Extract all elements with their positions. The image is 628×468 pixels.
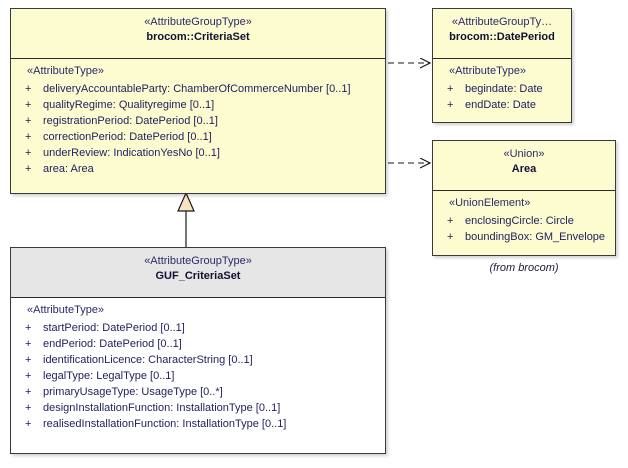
attribute-row[interactable]: + endDate: Date bbox=[435, 97, 569, 113]
visibility-marker: + bbox=[25, 418, 32, 430]
class-name: Area bbox=[511, 163, 537, 175]
attribute-row[interactable]: + primaryUsageType: UsageType [0..*] bbox=[13, 384, 383, 400]
attribute-row[interactable]: + deliveryAccountableParty: ChamberOfComm… bbox=[13, 81, 383, 97]
class-box-dateperiod[interactable]: «AttributeGroupTy… brocom::DatePeriod «A… bbox=[432, 8, 572, 123]
attribute-label: primaryUsageType: UsageType [0..*] bbox=[43, 386, 223, 398]
attribute-row[interactable]: + qualityRegime: Qualityregime [0..1] bbox=[13, 97, 383, 113]
attribute-label: endPeriod: DatePeriod [0..1] bbox=[43, 338, 182, 350]
class-box-criteriaset[interactable]: «AttributeGroupType» brocom::CriteriaSet… bbox=[10, 8, 386, 194]
compartment-stereotype: «AttributeType» bbox=[27, 65, 105, 77]
attribute-label: correctionPeriod: DatePeriod [0..1] bbox=[43, 131, 212, 143]
attribute-label: enclosingCircle: Circle bbox=[465, 215, 574, 227]
class-header-guf-criteriaset: «AttributeGroupType» GUF_CriteriaSet bbox=[11, 248, 385, 298]
class-name: brocom::CriteriaSet bbox=[146, 31, 250, 43]
visibility-marker: + bbox=[25, 147, 32, 159]
attribute-row[interactable]: + boundingBox: GM_Envelope bbox=[435, 229, 613, 245]
attribute-compartment-dateperiod: «AttributeType» + begindate: Date + endDat… bbox=[433, 59, 571, 117]
visibility-marker: + bbox=[25, 163, 32, 175]
attribute-label: endDate: Date bbox=[465, 99, 536, 111]
class-stereotype: «Union» bbox=[503, 148, 545, 160]
class-box-guf-criteriaset[interactable]: «AttributeGroupType» GUF_CriteriaSet «At… bbox=[10, 247, 386, 454]
visibility-marker: + bbox=[25, 99, 32, 111]
visibility-marker: + bbox=[25, 354, 32, 366]
compartment-stereotype: «AttributeType» bbox=[449, 65, 527, 77]
class-stereotype: «AttributeGroupTy… bbox=[451, 16, 553, 28]
attribute-row[interactable]: + enclosingCircle: Circle bbox=[435, 213, 613, 229]
attribute-label: legalType: LegalType [0..1] bbox=[43, 370, 175, 382]
attribute-row[interactable]: + area: Area bbox=[13, 161, 383, 177]
attribute-label: boundingBox: GM_Envelope bbox=[465, 231, 606, 243]
attribute-label: deliveryAccountableParty: ChamberOfComme… bbox=[43, 83, 351, 95]
visibility-marker: + bbox=[447, 83, 454, 95]
generalization-arrow-criteriaset bbox=[177, 191, 195, 247]
attribute-row[interactable]: + legalType: LegalType [0..1] bbox=[13, 368, 383, 384]
attribute-row[interactable]: + identificationLicence: CharacterString … bbox=[13, 352, 383, 368]
attribute-label: underReview: IndicationYesNo [0..1] bbox=[43, 147, 220, 159]
compartment-stereotype: «UnionElement» bbox=[449, 197, 531, 209]
attribute-compartment-guf-criteriaset: «AttributeType» + startPeriod: DatePeriod… bbox=[11, 298, 385, 436]
class-stereotype: «AttributeGroupType» bbox=[144, 255, 252, 267]
class-header-area: «Union» Area bbox=[433, 141, 615, 191]
attribute-row[interactable]: + correctionPeriod: DatePeriod [0..1] bbox=[13, 129, 383, 145]
class-name: brocom::DatePeriod bbox=[449, 31, 555, 43]
visibility-marker: + bbox=[25, 131, 32, 143]
class-header-dateperiod: «AttributeGroupTy… brocom::DatePeriod bbox=[433, 9, 571, 59]
attribute-row[interactable]: + endPeriod: DatePeriod [0..1] bbox=[13, 336, 383, 352]
visibility-marker: + bbox=[447, 99, 454, 111]
attribute-row[interactable]: + startPeriod: DatePeriod [0..1] bbox=[13, 320, 383, 336]
visibility-marker: + bbox=[25, 338, 32, 350]
attribute-row[interactable]: + begindate: Date bbox=[435, 81, 569, 97]
attribute-label: identificationLicence: CharacterString [… bbox=[43, 354, 253, 366]
visibility-marker: + bbox=[25, 370, 32, 382]
visibility-marker: + bbox=[447, 231, 454, 243]
compartment-stereotype: «AttributeType» bbox=[27, 304, 105, 316]
attribute-row[interactable]: + registrationPeriod: DatePeriod [0..1] bbox=[13, 113, 383, 129]
attribute-label: registrationPeriod: DatePeriod [0..1] bbox=[43, 115, 218, 127]
attribute-label: realisedInstallationFunction: Installati… bbox=[43, 418, 287, 430]
class-header-criteriaset: «AttributeGroupType» brocom::CriteriaSet bbox=[11, 9, 385, 59]
attribute-label: startPeriod: DatePeriod [0..1] bbox=[43, 322, 185, 334]
class-name: GUF_CriteriaSet bbox=[155, 270, 241, 282]
visibility-marker: + bbox=[25, 322, 32, 334]
visibility-marker: + bbox=[25, 83, 32, 95]
attribute-compartment-area: «UnionElement» +enclosingCircle: Circle … bbox=[433, 191, 615, 249]
class-stereotype: «AttributeGroupType» bbox=[144, 16, 252, 28]
visibility-marker: + bbox=[25, 402, 32, 414]
attribute-label: designInstallationFunction: Installation… bbox=[43, 402, 281, 414]
class-box-area[interactable]: «Union» Area «UnionElement» + enclosingCi… bbox=[432, 140, 616, 256]
attribute-compartment-criteriaset: «AttributeType» + deliveryAccountablePart… bbox=[11, 59, 385, 181]
visibility-marker: + bbox=[25, 386, 32, 398]
attribute-row[interactable]: + underReview: IndicationYesNo [0..1] bbox=[13, 145, 383, 161]
attribute-row[interactable]: + designInstallationFunction: Installatio… bbox=[13, 400, 383, 416]
visibility-marker: + bbox=[447, 215, 454, 227]
attribute-row[interactable]: + realisedInstallationFunction: Installat… bbox=[13, 416, 383, 432]
attribute-label: area: Area bbox=[43, 163, 94, 175]
visibility-marker: + bbox=[25, 115, 32, 127]
attribute-label: begindate: Date bbox=[465, 83, 543, 95]
package-origin-note: (from brocom) bbox=[489, 262, 559, 274]
attribute-label: qualityRegime: Qualityregime [0..1] bbox=[43, 99, 215, 111]
